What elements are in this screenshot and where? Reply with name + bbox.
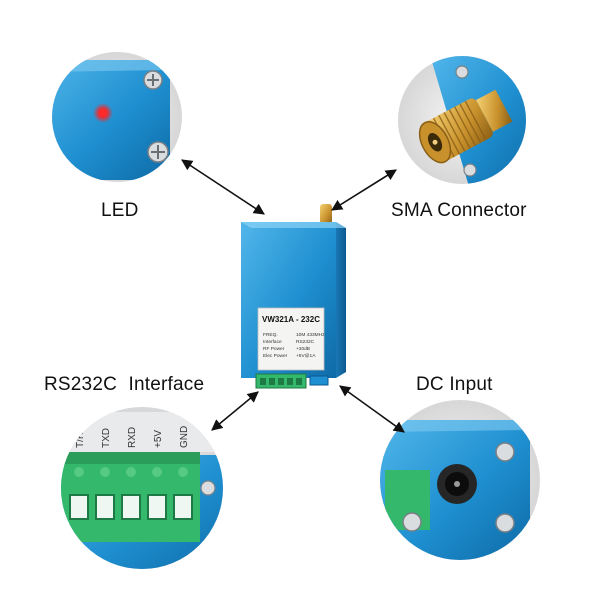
led-closeup [52, 52, 182, 182]
spec-value: 10M 433MHz [296, 332, 325, 338]
screw-icon [455, 65, 469, 79]
led-label: LED [101, 200, 139, 221]
model-number: VW321A - 232C [262, 315, 320, 324]
arrow-rs232 [211, 391, 259, 431]
spec-value: +5V@1A [296, 353, 316, 359]
spec-key: RF Power [263, 346, 285, 352]
terminal-label: T/R [75, 432, 86, 448]
screw-icon [200, 480, 216, 496]
arrow-dc [339, 385, 405, 433]
spec-key: FREQ. [263, 332, 278, 338]
callout-arrows [181, 159, 405, 433]
screw-icon [495, 442, 515, 462]
sma-connector-closeup [398, 56, 526, 184]
rs232-terminal-closeup: T/R TXD RXD +5V GND [61, 407, 223, 569]
terminal-label: +5V [153, 430, 164, 448]
rs232-interface-label: RS232C Interface [44, 374, 205, 395]
dc-input-closeup [380, 400, 540, 560]
terminal-label: GND [179, 426, 190, 448]
spec-value: +30dB [296, 346, 310, 352]
terminal-slots [69, 494, 193, 520]
screw-icon [495, 513, 515, 533]
dc-input-label: DC Input [416, 374, 493, 395]
main-device: VW321A - 232C FREQ. 10M 433MHz Interface… [241, 204, 346, 389]
sma-connector-label: SMA Connector [391, 200, 527, 221]
arrow-sma [331, 169, 397, 211]
spec-key: Elec Power [263, 353, 288, 359]
spec-key: Interface [263, 339, 282, 345]
screw-icon [463, 163, 477, 177]
spec-value: RS232C [296, 339, 315, 345]
antenna-connector [320, 204, 332, 224]
terminal-label: TXD [101, 428, 112, 448]
screw-icon [402, 512, 422, 532]
arrow-led [181, 159, 265, 215]
led-indicator [99, 109, 107, 117]
terminal-screws [74, 467, 188, 477]
terminal-label: RXD [127, 427, 138, 448]
spec-label [257, 307, 325, 371]
